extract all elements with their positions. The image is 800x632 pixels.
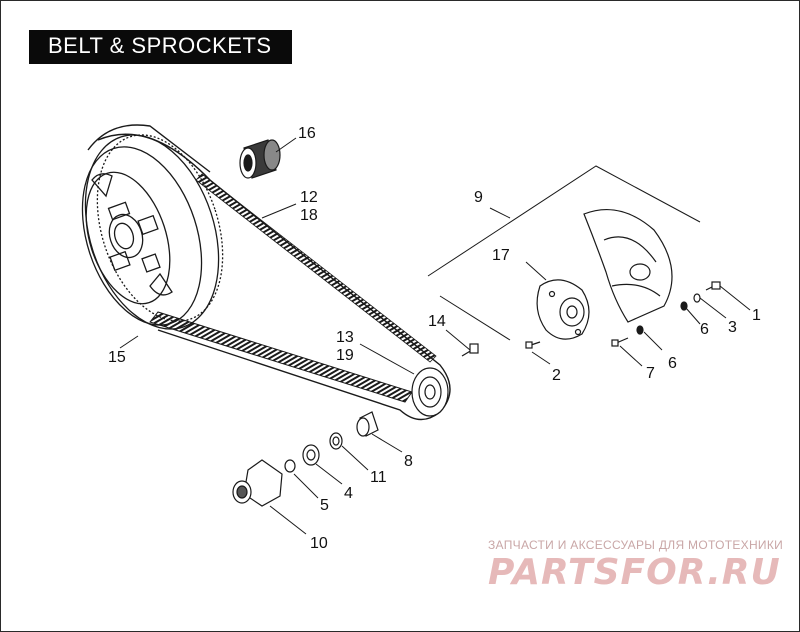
callout-17: 17 (492, 247, 510, 264)
leader-lines (119, 137, 751, 535)
callout-10: 10 (310, 535, 328, 552)
axle-adjuster (232, 459, 283, 507)
debris-deflector (583, 208, 673, 323)
rear-sprocket (81, 134, 224, 330)
callout-15: 15 (108, 349, 126, 366)
bearing (239, 139, 281, 179)
callout-8: 8 (404, 453, 413, 470)
spacer-washers (284, 411, 379, 473)
callout-4: 4 (344, 485, 353, 502)
watermark-logo: PARTSFOR.RU (488, 552, 781, 593)
callout-7: 7 (646, 365, 655, 382)
callout-6-top: 6 (700, 321, 709, 338)
title-banner: BELT & SPROCKETS (29, 30, 292, 64)
callout-5: 5 (320, 497, 329, 514)
callout-11: 11 (370, 469, 387, 486)
callout-3: 3 (728, 319, 737, 336)
callout-1: 1 (752, 307, 761, 324)
callout-18: 18 (300, 207, 318, 224)
callout-16: 16 (298, 125, 316, 142)
drive-belt (87, 124, 451, 421)
bolt-14 (461, 343, 479, 357)
front-pulley (411, 367, 449, 417)
callout-13: 13 (336, 329, 354, 346)
diagram-title: BELT & SPROCKETS (48, 33, 272, 58)
belt-guard (536, 279, 590, 340)
callout-12: 12 (300, 189, 318, 206)
callout-9: 9 (474, 189, 483, 206)
callout-6-bottom: 6 (668, 355, 677, 372)
group-bracket (427, 165, 701, 341)
callout-19: 19 (336, 347, 354, 364)
callout-2: 2 (552, 367, 561, 384)
callout-14: 14 (428, 313, 446, 330)
small-hardware (525, 281, 721, 349)
watermark-subtitle: ЗАПЧАСТИ И АКСЕССУАРЫ ДЛЯ МОТОТЕХНИКИ (488, 538, 784, 552)
